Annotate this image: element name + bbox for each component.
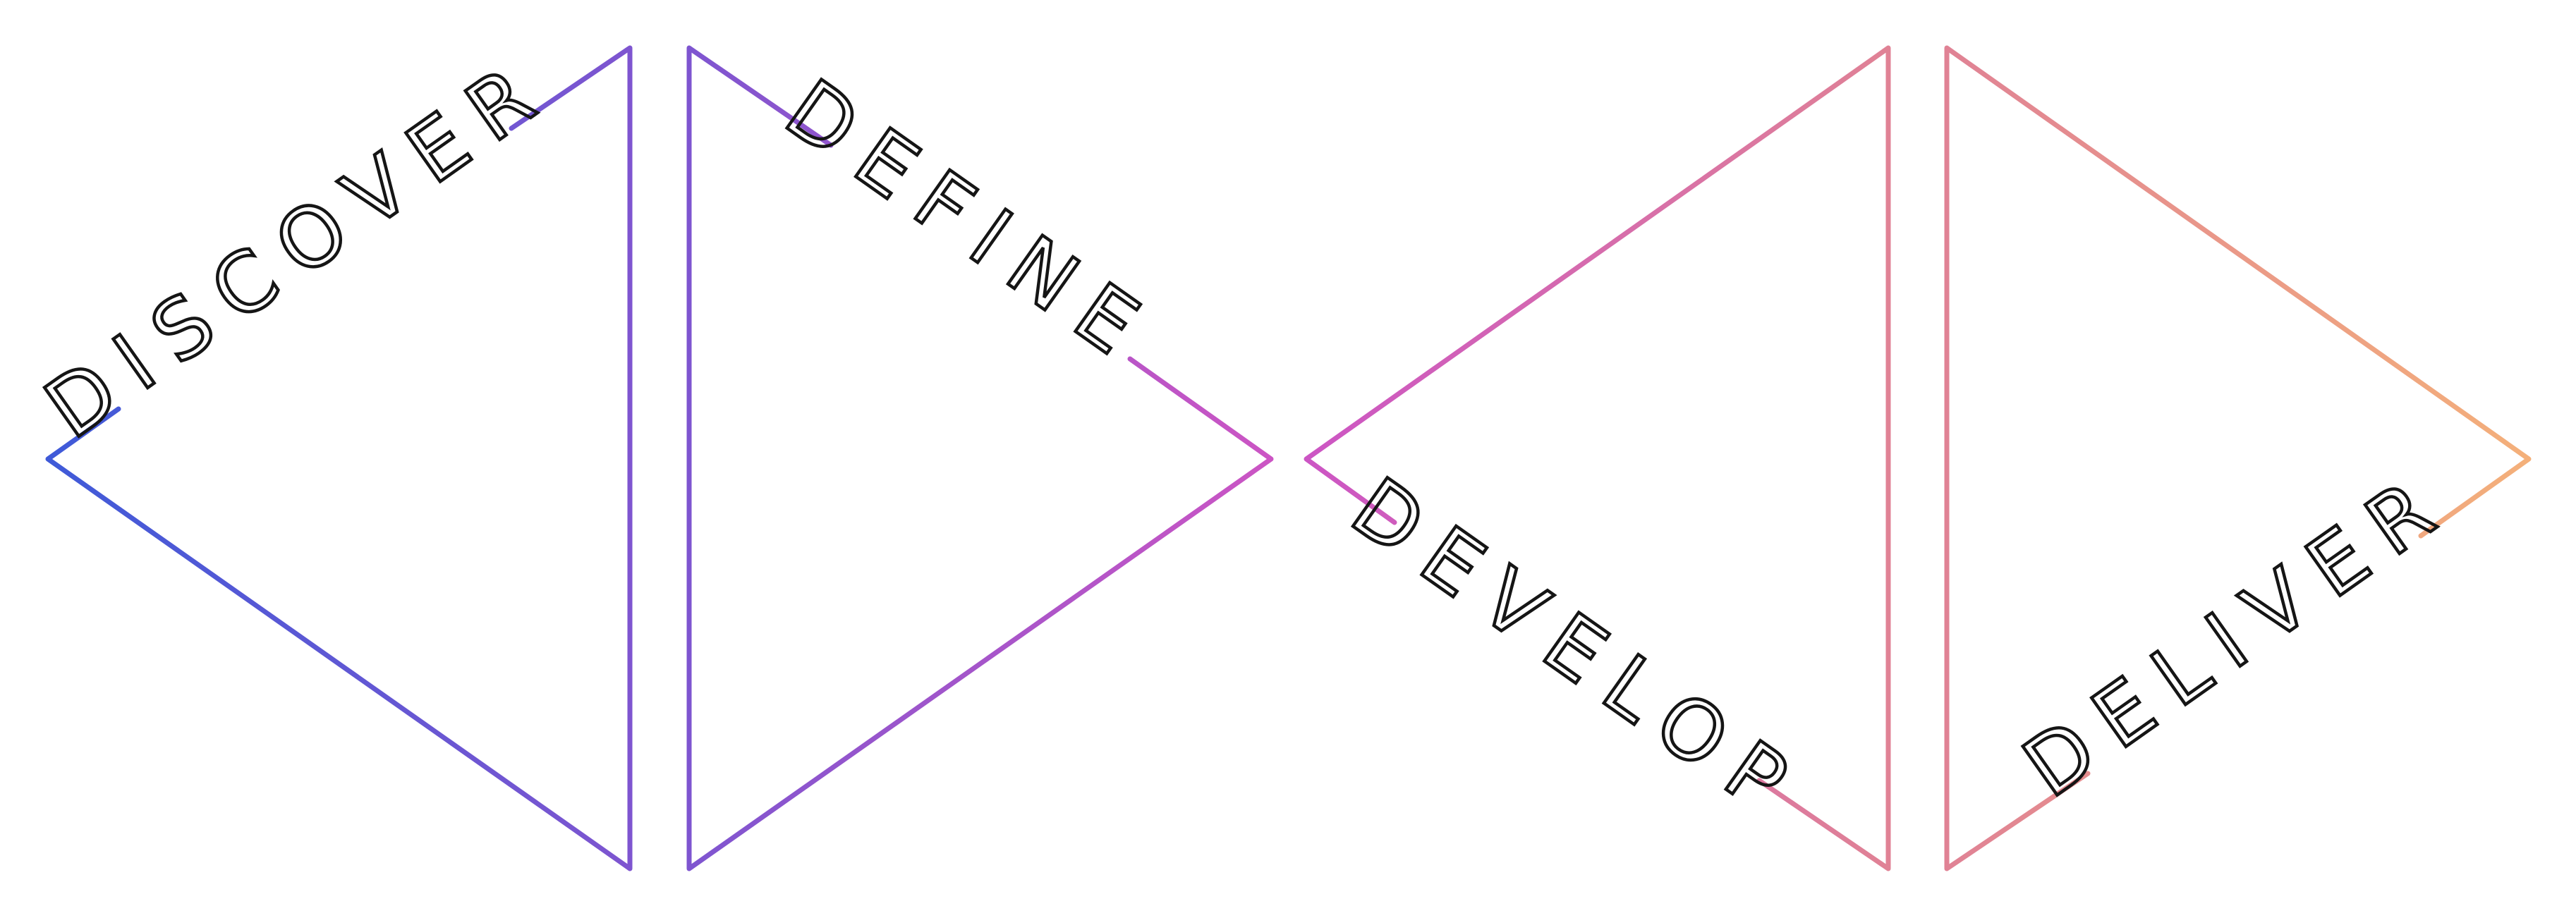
deliver-phase: DELIVER	[1944, 45, 2532, 871]
develop-phase: DEVELOP	[1304, 45, 1891, 871]
deliver-triangle-outline	[1944, 45, 2532, 871]
discover-triangle-outline	[45, 45, 633, 871]
discover-phase: DISCOVER	[28, 36, 633, 871]
discover-label: DISCOVER	[29, 37, 569, 457]
develop-triangle-outline	[1304, 45, 1891, 871]
develop-label: DEVELOP	[1335, 460, 1821, 841]
define-label: DEFINE	[769, 62, 1172, 385]
define-triangle-outline	[686, 45, 1274, 871]
define-phase: DEFINE	[686, 45, 1274, 871]
deliver-label: DELIVER	[2007, 451, 2468, 816]
